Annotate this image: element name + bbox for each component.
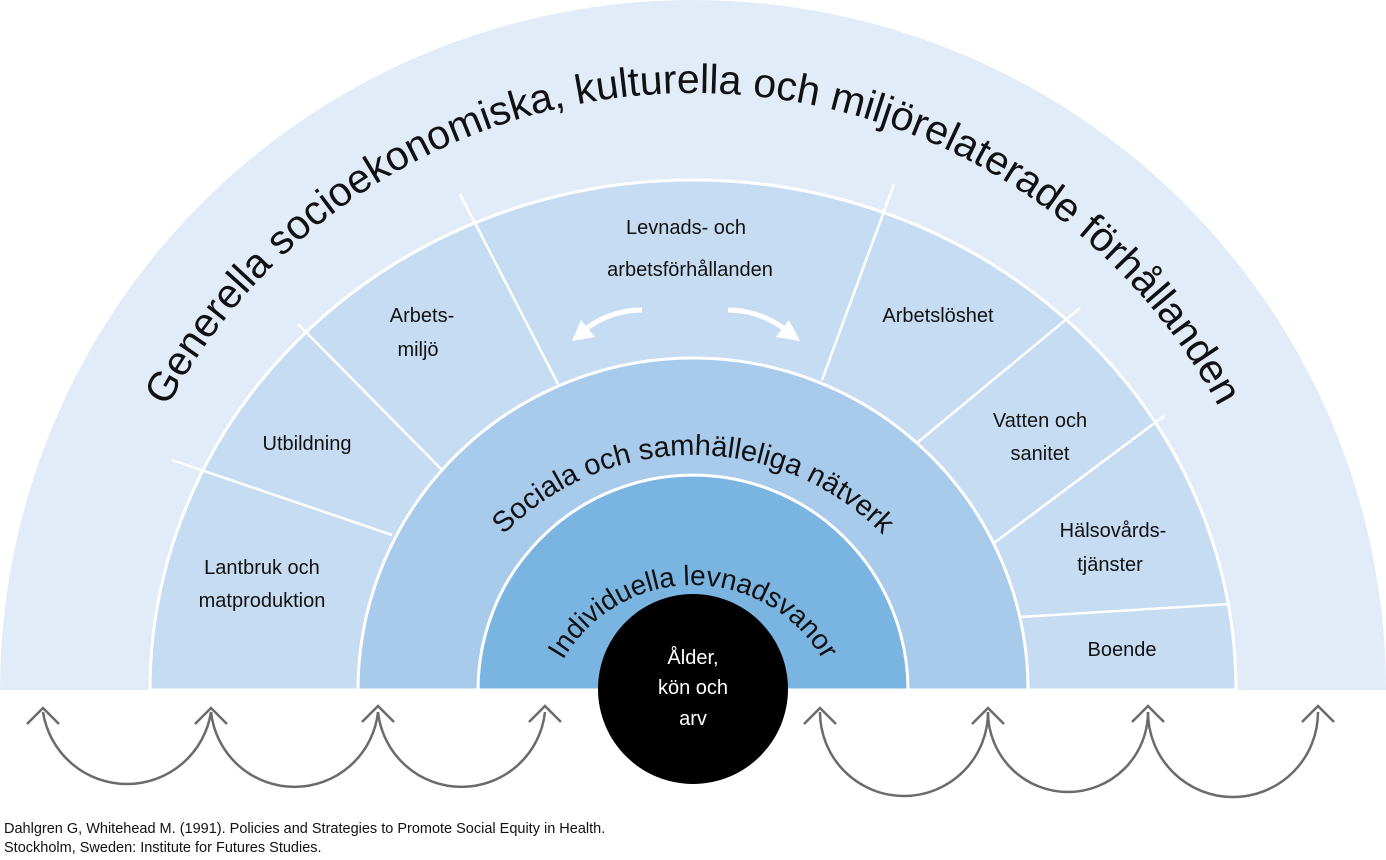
sector-dividers [171, 183, 1231, 619]
arrow-left-icon [582, 307, 643, 333]
arrowhead-icons [26, 704, 1335, 725]
sector-education: Utbildning [263, 433, 352, 455]
core-circle [598, 594, 788, 784]
sector-water-line2: sanitet [1011, 443, 1070, 465]
citation-line2: Stockholm, Sweden: Institute for Futures… [4, 840, 322, 856]
sector-work-environment-line2: miljö [397, 339, 438, 361]
core-line1: Ålder, [667, 646, 718, 669]
sector-work-environment-line1: Arbets- [390, 305, 454, 327]
core-line3: arv [679, 708, 707, 730]
sector-agriculture-line2: matproduktion [199, 590, 326, 612]
sector-healthcare-line1: Hälsovårds- [1060, 520, 1167, 542]
core-line2: kön och [658, 677, 728, 699]
living-arrows [582, 307, 788, 333]
sector-housing: Boende [1088, 639, 1157, 661]
citation-line1: Dahlgren G, Whitehead M. (1991). Policie… [4, 821, 606, 837]
sector-healthcare-line2: tjänster [1077, 554, 1143, 576]
citation: Dahlgren G, Whitehead M. (1991). Policie… [4, 820, 605, 858]
individual-layer [476, 473, 910, 692]
interaction-arrows [26, 704, 1335, 799]
sector-unemployment: Arbetslöshet [882, 305, 994, 327]
sector-agriculture-line1: Lantbruk och [204, 557, 320, 579]
arrow-right-icon [727, 307, 788, 333]
living-title-line1: Levnads- och [626, 217, 746, 239]
living-title-line2: arbetsförhållanden [607, 259, 773, 281]
sector-water-line1: Vatten och [993, 410, 1087, 432]
